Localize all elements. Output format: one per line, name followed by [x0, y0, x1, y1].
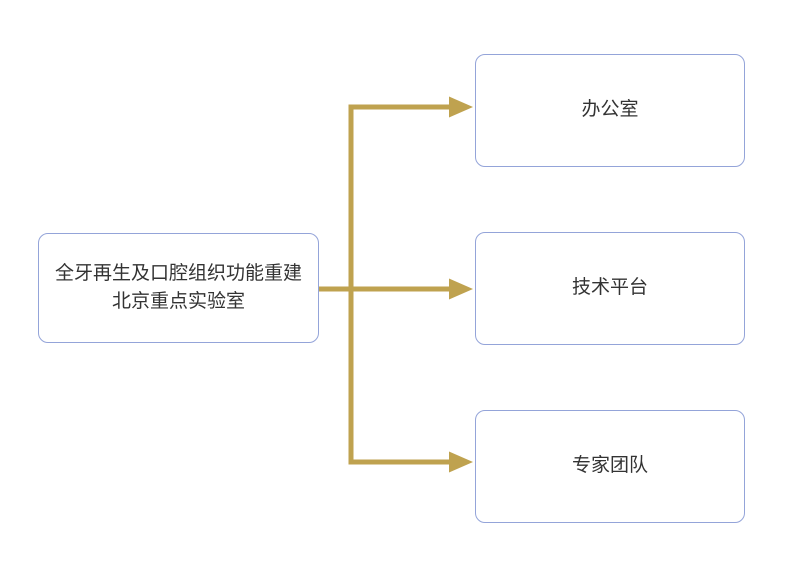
- arrow-head-team: [449, 451, 473, 473]
- root-node-lab: 全牙再生及口腔组织功能重建北京重点实验室: [38, 233, 319, 343]
- child-node-tech-platform-label: 技术平台: [571, 277, 648, 299]
- arrow-group: [318, 96, 473, 473]
- child-node-expert-team: 专家团队: [475, 410, 745, 523]
- root-node-label: 全牙再生及口腔组织功能重建北京重点实验室: [55, 262, 303, 313]
- child-node-office: 办公室: [475, 54, 745, 167]
- child-node-expert-team-label: 专家团队: [571, 455, 648, 477]
- child-node-tech-platform: 技术平台: [475, 232, 745, 345]
- child-node-office-label: 办公室: [581, 99, 639, 121]
- arrow-head-office: [449, 96, 473, 118]
- arrow-head-platform: [449, 278, 473, 300]
